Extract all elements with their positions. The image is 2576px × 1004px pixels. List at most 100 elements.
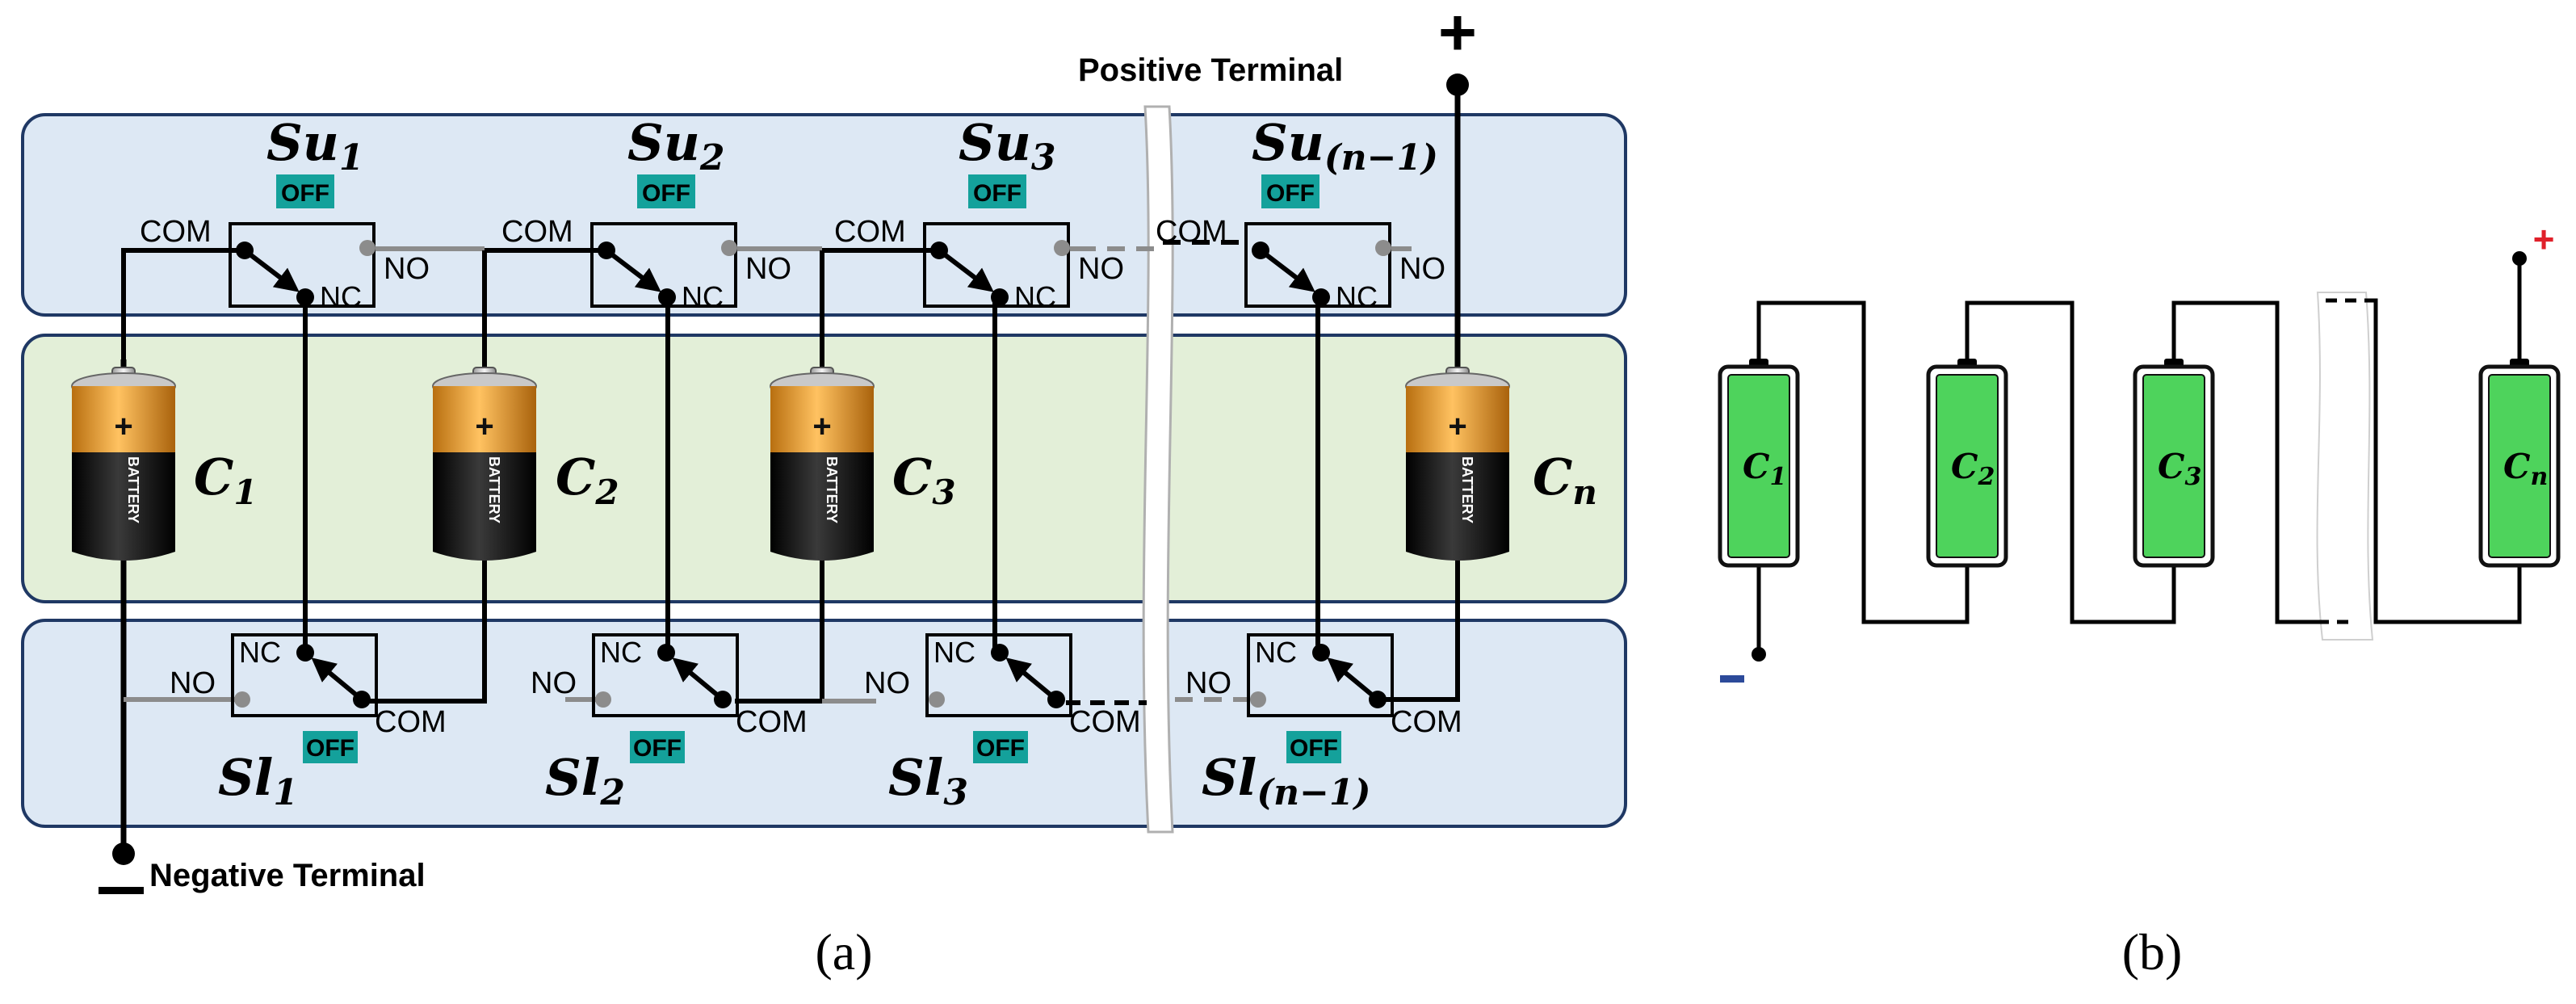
cell-label-c4: Cn: [1533, 447, 1597, 512]
battery-plus-sign: +: [475, 409, 493, 444]
cell-label-sub: 3: [932, 473, 955, 512]
cell-label-base: C: [194, 447, 233, 506]
com-label: COM: [736, 705, 808, 739]
switch-label-sub: 2: [699, 137, 725, 179]
positive-terminal-b: +: [2512, 218, 2554, 266]
cell-b-label: C3: [2158, 447, 2201, 491]
nc-label: NC: [682, 280, 724, 313]
switch-label-sl2: Sl2: [545, 748, 625, 813]
cell-label-c2: C2: [556, 447, 619, 512]
no-label: NO: [1399, 252, 1445, 286]
com-label: COM: [375, 705, 447, 739]
switch-label-base: Su: [1252, 113, 1324, 172]
off-badge-text: OFF: [281, 180, 329, 207]
com-label: COM: [1156, 215, 1227, 249]
switch-label-sub: (n−1): [1257, 772, 1370, 813]
off-badge: [968, 174, 1026, 208]
switch-label-base: Sl: [888, 748, 943, 807]
nc-label: NC: [1255, 636, 1297, 669]
negative-terminal-b: [1720, 647, 1766, 683]
switch-label-base: Sl: [218, 748, 273, 807]
com-label: COM: [140, 215, 212, 249]
cell-b-c3: C3: [2133, 359, 2215, 568]
cell-label-base: C: [892, 447, 932, 506]
battery-body-text: BATTERY: [1459, 456, 1475, 523]
switch-label-sl1: Sl1: [218, 748, 298, 813]
cell-label-base: C: [556, 447, 595, 506]
off-badge: [303, 731, 358, 763]
nc-label: NC: [1014, 280, 1056, 313]
com-label: COM: [834, 215, 906, 249]
battery-body-text: BATTERY: [486, 456, 502, 523]
switch-label-su3: Su3: [959, 113, 1055, 179]
switch-label-base: Sl: [545, 748, 600, 807]
cell-b-label-base: C: [1743, 447, 1770, 486]
cell-b-label-base: C: [1951, 447, 1978, 486]
cell-b-label-sub: 2: [1977, 463, 1995, 491]
switch-label-sub: 3: [943, 772, 968, 813]
switch-label-sl3: Sl3: [888, 748, 968, 813]
cell-b-label: C1: [1743, 447, 1786, 491]
off-badge-text: OFF: [1290, 735, 1338, 762]
switch-label-su2: Su2: [627, 113, 724, 179]
caption-a: (a): [815, 923, 872, 981]
switch-label-su4: Su(n−1): [1252, 113, 1438, 179]
switch-label-base: Su: [266, 113, 339, 172]
off-badge-text: OFF: [973, 180, 1022, 207]
switch-label-sub: 1: [273, 772, 298, 813]
break-strip-b: [2316, 292, 2374, 641]
no-label: NO: [1078, 252, 1124, 286]
battery-c2: + BATTERY C2: [432, 367, 619, 561]
no-label: NO: [864, 666, 910, 700]
caption-b: (b): [2122, 923, 2183, 981]
wiring-b: [1756, 258, 2522, 653]
cell-b-c4: Cn: [2478, 359, 2561, 568]
positive-terminal-sign: +: [1438, 0, 1477, 69]
com-label: COM: [501, 215, 573, 249]
cell-b-c1: C1: [1718, 359, 1800, 568]
cell-label-sub: n: [1572, 473, 1597, 512]
cell-label-base: C: [1533, 447, 1572, 506]
off-badge-text: OFF: [633, 735, 682, 762]
cell-b-label-sub: 3: [2184, 463, 2201, 491]
cell-b-c2: C2: [1926, 359, 2008, 568]
switch-label-sub: 3: [1031, 137, 1056, 179]
battery-plus-sign: +: [812, 409, 831, 444]
switch-label-sl4: Sl(n−1): [1202, 748, 1370, 813]
break-strip: [1142, 105, 1174, 834]
switch-label-base: Su: [627, 113, 700, 172]
cell-b-label: C2: [1951, 447, 1995, 491]
no-label: NO: [384, 252, 430, 286]
cell-label-c3: C3: [892, 447, 956, 512]
no-label: NO: [1185, 666, 1231, 700]
off-badge-text: OFF: [306, 735, 355, 762]
nc-label: NC: [239, 636, 281, 669]
switch-label-sub: 2: [599, 772, 625, 813]
off-badge: [276, 174, 334, 208]
no-label: NO: [745, 252, 791, 286]
switch-label-sub: 1: [339, 137, 364, 179]
off-badge: [1261, 174, 1319, 208]
switch-label-base: Su: [959, 113, 1031, 172]
no-label: NO: [531, 666, 577, 700]
off-badge: [630, 731, 685, 763]
cell-b-label: Cn: [2503, 447, 2548, 491]
cell-b-label-base: C: [2503, 447, 2531, 486]
cell-b-label-sub: n: [2530, 463, 2548, 491]
cell-label-sub: 1: [233, 473, 257, 512]
switch-label-su1: Su1: [266, 113, 363, 179]
off-badge: [637, 174, 695, 208]
off-badge: [1286, 731, 1341, 763]
switch-label-sub: (n−1): [1324, 137, 1438, 179]
